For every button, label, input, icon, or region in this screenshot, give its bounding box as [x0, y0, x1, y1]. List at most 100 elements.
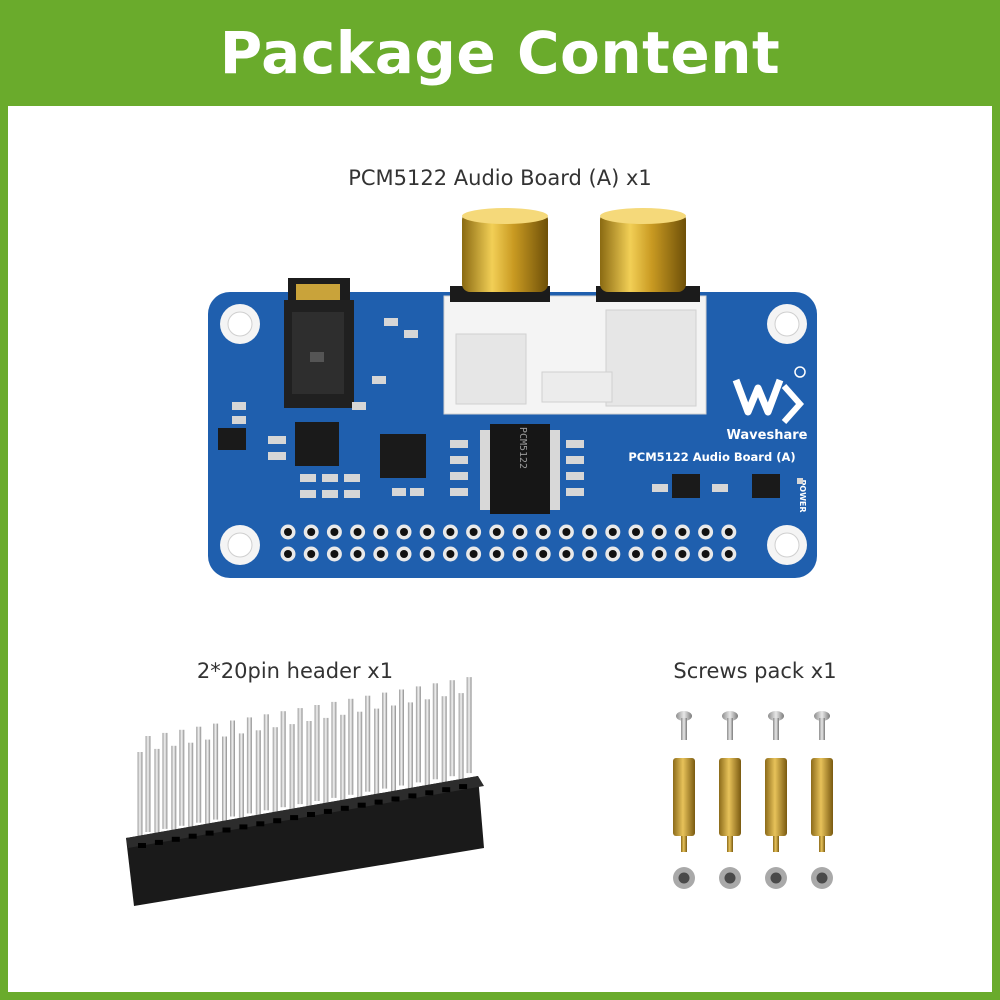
gpio-pad	[558, 546, 574, 562]
brass-standoff	[765, 758, 787, 852]
header-socket	[222, 827, 231, 833]
gpio-pad	[721, 546, 737, 562]
waveshare-logo-icon	[732, 378, 784, 416]
gpio-pad	[512, 546, 528, 562]
gpio-pad	[326, 546, 342, 562]
gpio-pad	[396, 524, 412, 540]
header-socket	[188, 833, 197, 839]
gpio-pads	[280, 524, 737, 562]
header-pin	[188, 742, 194, 829]
gpio-pad	[628, 546, 644, 562]
gpio-pad	[535, 524, 551, 540]
header-socket	[290, 815, 299, 821]
screw	[768, 711, 784, 740]
header-pin	[391, 705, 396, 792]
header-pin	[162, 732, 168, 829]
rca-connectors	[443, 208, 707, 415]
gpio-pad	[442, 546, 458, 562]
brass-standoff	[673, 758, 695, 852]
hex-nut	[811, 867, 833, 889]
page-title: Package Content	[219, 19, 781, 87]
hex-nut	[719, 867, 741, 889]
header-pin	[289, 724, 295, 811]
header-pin	[399, 689, 404, 786]
header-pin	[171, 745, 177, 832]
header-socket	[408, 793, 417, 799]
header-pin	[205, 739, 211, 826]
header-body	[126, 776, 484, 906]
header-pin	[297, 708, 303, 805]
header-pin	[407, 702, 413, 789]
header-pin	[382, 692, 388, 789]
gpio-pad	[373, 546, 389, 562]
gpio-pad	[651, 546, 667, 562]
header-pin	[196, 726, 202, 823]
board-caption: PCM5122 Audio Board (A) x1	[348, 166, 652, 190]
screw	[676, 711, 692, 740]
waveshare-logo	[732, 366, 806, 424]
header-socket	[205, 830, 214, 836]
power-label: POWER	[798, 479, 807, 512]
header-socket	[239, 824, 248, 830]
mounting-holes	[220, 304, 807, 565]
header-socket	[323, 808, 332, 814]
gpio-pad	[373, 524, 389, 540]
gpio-pad	[582, 524, 598, 540]
header-pin	[314, 705, 320, 801]
gpio-pad	[419, 524, 435, 540]
brass-standoff	[719, 758, 741, 852]
gpio-pad	[674, 546, 690, 562]
gpio-pad	[466, 524, 482, 540]
header-socket	[154, 839, 163, 845]
header-pin	[458, 693, 464, 780]
header-socket	[425, 790, 434, 796]
gpio-pad	[721, 524, 737, 540]
gpio-pad	[396, 546, 412, 562]
gpio-pad	[466, 546, 482, 562]
header-socket	[171, 836, 180, 842]
gpio-pad	[489, 546, 505, 562]
gpio-pad	[326, 524, 342, 540]
header-socket	[340, 805, 349, 811]
header-pin	[432, 683, 438, 780]
gpio-pad	[698, 524, 714, 540]
gpio-pad	[303, 524, 319, 540]
header-socket	[391, 796, 400, 802]
header-socket	[374, 799, 383, 805]
header-pin	[424, 699, 430, 786]
gpio-pad	[558, 524, 574, 540]
header-pin	[137, 752, 143, 838]
header-socket	[138, 843, 146, 848]
gpio-pad	[350, 524, 366, 540]
header-pin	[280, 711, 286, 808]
header-pin	[145, 736, 151, 832]
header-pin	[179, 729, 185, 826]
gpio-pad	[303, 546, 319, 562]
screw	[722, 711, 738, 740]
gpio-pad	[605, 546, 621, 562]
header-pin	[255, 730, 261, 817]
header-sockets	[138, 784, 468, 848]
header-pin	[246, 717, 252, 814]
gpio-pad	[605, 524, 621, 540]
header-pin	[441, 696, 447, 783]
hex-nut	[673, 867, 695, 889]
chip-marking-1: PCM5122	[517, 427, 528, 469]
gpio-pad	[442, 524, 458, 540]
gpio-pad	[582, 546, 598, 562]
header-pin	[306, 721, 312, 807]
brand-text: Waveshare	[727, 428, 808, 443]
header-pin	[449, 680, 455, 777]
header-pin	[230, 720, 235, 817]
header-socket	[442, 787, 451, 793]
brass-standoff	[811, 758, 833, 852]
power-led	[797, 478, 803, 484]
header-pin	[213, 723, 219, 820]
gpio-pad	[674, 524, 690, 540]
header-socket	[459, 784, 468, 790]
header-pin	[340, 714, 346, 801]
header-pin	[154, 748, 160, 835]
gpio-pad	[628, 524, 644, 540]
gpio-pad	[698, 546, 714, 562]
pin-header	[126, 677, 484, 906]
